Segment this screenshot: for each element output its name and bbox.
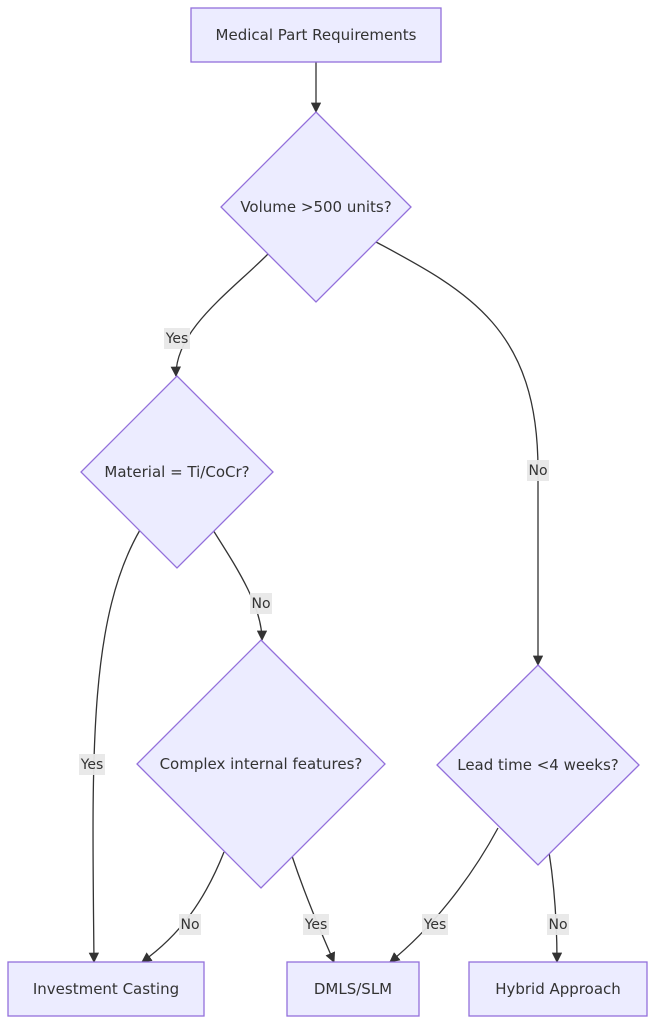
edge-label-material-no-text: No — [251, 596, 270, 612]
edge-complex-to-investment — [141, 851, 225, 963]
node-material-decision: Material = Ti/CoCr? — [80, 375, 274, 569]
edge-label-lead-no-text: No — [548, 917, 567, 933]
edge-volume-to-material — [170, 253, 269, 378]
edge-label-material-no: No — [250, 593, 272, 614]
edge-label-complex-no: No — [179, 914, 201, 935]
edge-label-volume-no: No — [527, 460, 549, 481]
edge-label-volume-yes-text: Yes — [165, 331, 189, 347]
edge-label-material-yes: Yes — [79, 754, 105, 775]
node-volume-decision-label: Volume >500 units? — [240, 198, 391, 216]
edge-label-volume-no-text: No — [528, 463, 547, 479]
node-material-decision-label: Material = Ti/CoCr? — [104, 463, 249, 481]
edge-label-lead-no: No — [547, 914, 569, 935]
edge-label-complex-yes: Yes — [303, 914, 329, 935]
node-complex-decision: Complex internal features? — [136, 639, 386, 889]
edge-label-material-yes-text: Yes — [80, 757, 104, 773]
edge-lead-to-dmls — [389, 827, 499, 963]
edge-material-to-complex — [212, 529, 268, 642]
node-hybrid-approach: Hybrid Approach — [468, 961, 648, 1017]
node-lead-time-decision-label: Lead time <4 weeks? — [457, 756, 619, 774]
edge-label-lead-yes: Yes — [422, 914, 448, 935]
edge-label-complex-yes-text: Yes — [304, 917, 328, 933]
edge-lead-to-hybrid — [548, 851, 563, 964]
node-medical-part-requirements-label: Medical Part Requirements — [216, 26, 417, 44]
node-hybrid-approach-label: Hybrid Approach — [495, 980, 621, 998]
node-dmls-slm: DMLS/SLM — [286, 961, 420, 1017]
node-lead-time-decision: Lead time <4 weeks? — [436, 664, 640, 866]
node-dmls-slm-label: DMLS/SLM — [314, 980, 392, 998]
edge-label-lead-yes-text: Yes — [423, 917, 447, 933]
edge-complex-to-dmls — [291, 855, 336, 963]
nodes: Medical Part Requirements Volume >500 un… — [7, 7, 648, 1017]
edge-volume-to-lead — [375, 241, 544, 667]
edge-label-volume-yes: Yes — [164, 328, 190, 349]
node-medical-part-requirements: Medical Part Requirements — [190, 7, 442, 63]
node-volume-decision: Volume >500 units? — [220, 111, 412, 303]
node-complex-decision-label: Complex internal features? — [160, 755, 363, 773]
edge-material-to-investment — [88, 529, 141, 964]
edge-labels: Yes No Yes No No Yes — [79, 328, 569, 935]
node-investment-casting-label: Investment Casting — [33, 980, 179, 998]
edge-label-complex-no-text: No — [180, 917, 199, 933]
node-investment-casting: Investment Casting — [7, 961, 205, 1017]
